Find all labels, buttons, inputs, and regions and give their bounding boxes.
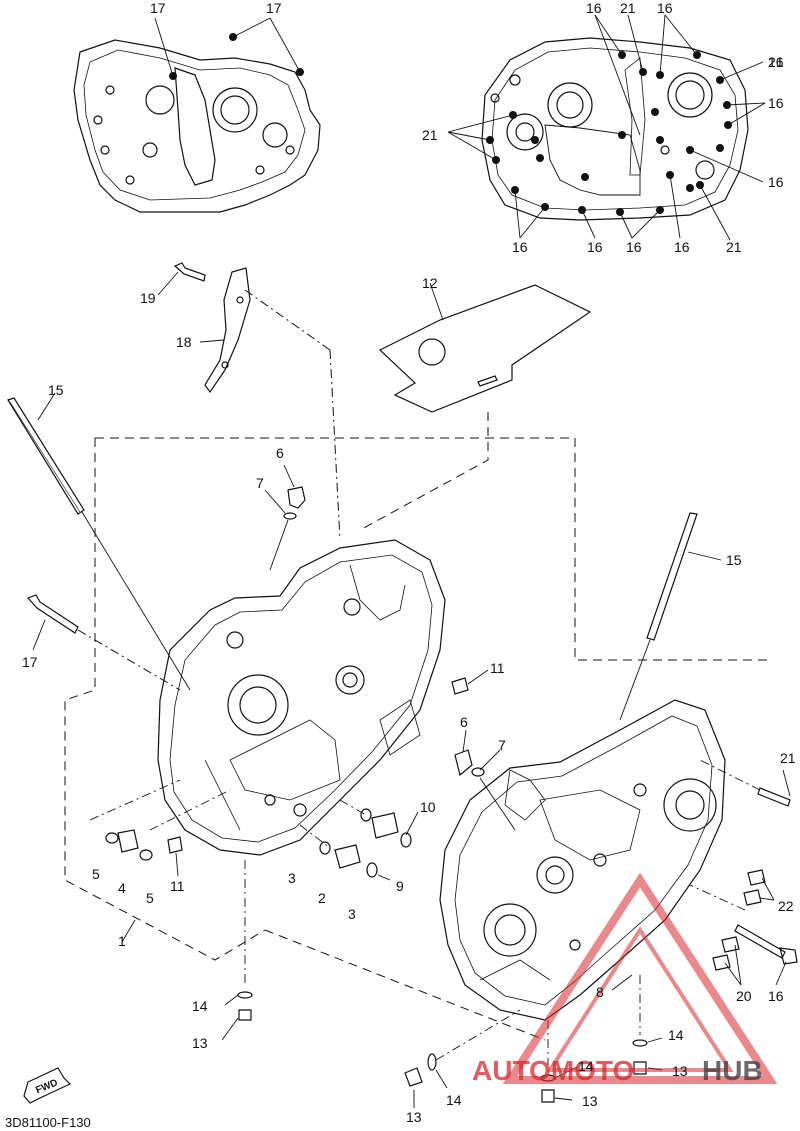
callout-label-6: 6 <box>276 445 284 461</box>
right-crankcase-half <box>439 699 726 1021</box>
callout-label-16: 16 <box>626 239 642 255</box>
callout-label-5: 5 <box>146 890 154 906</box>
callout-label-13: 13 <box>582 1093 598 1109</box>
callout-label-13: 13 <box>406 1109 422 1125</box>
gasket-12 <box>378 284 592 413</box>
callout-label-4: 4 <box>118 880 126 896</box>
callout-label-17: 17 <box>150 0 166 16</box>
callout-label-16: 16 <box>768 988 784 1004</box>
callout-label-18: 18 <box>176 334 192 350</box>
top-right-crankcase-view <box>481 37 749 221</box>
callout-label-16: 16 <box>768 54 784 70</box>
stud-15-right <box>646 512 698 641</box>
callout-label-21: 21 <box>780 750 796 766</box>
callout-label-13: 13 <box>192 1035 208 1051</box>
callout-label-21: 21 <box>620 0 636 16</box>
callout-label-16: 16 <box>768 95 784 111</box>
callout-label-15: 15 <box>726 552 742 568</box>
callout-label-16: 16 <box>586 0 602 16</box>
callout-label-14: 14 <box>668 1027 684 1043</box>
diagram-code: 3D81100-F130 <box>5 1115 91 1130</box>
callout-label-3: 3 <box>288 870 296 886</box>
callout-label-21: 21 <box>422 127 438 143</box>
watermark-text-red: AUTOMOTO <box>472 1055 634 1086</box>
callout-label-11: 11 <box>490 660 505 676</box>
callout-label-16: 16 <box>512 239 528 255</box>
callout-label-17: 17 <box>266 0 282 16</box>
callout-label-11: 11 <box>170 878 185 894</box>
callout-label-6: 6 <box>460 714 468 730</box>
callout-label-15: 15 <box>48 382 64 398</box>
fwd-arrow-icon <box>23 1067 72 1104</box>
callout-label-14: 14 <box>192 998 208 1014</box>
callout-label-14: 14 <box>578 1058 594 1074</box>
callout-label-16: 16 <box>768 174 784 190</box>
callout-label-16: 16 <box>587 239 603 255</box>
callout-label-22: 22 <box>778 898 794 914</box>
callout-label-10: 10 <box>420 799 436 815</box>
left-crankcase-half <box>157 539 446 856</box>
callout-label-13: 13 <box>672 1063 688 1079</box>
watermark-text-dark: HUB <box>702 1055 763 1086</box>
callout-label-7: 7 <box>498 737 506 753</box>
callout-label-17: 17 <box>22 654 38 670</box>
callout-label-21: 21 <box>768 54 784 70</box>
callout-label-12: 12 <box>422 275 438 291</box>
fwd-label: FWD <box>34 1078 59 1097</box>
callout-label-2: 2 <box>318 890 326 906</box>
callout-label-3: 3 <box>348 906 356 922</box>
callout-label-7: 7 <box>256 475 264 491</box>
callout-label-5: 5 <box>92 866 100 882</box>
callout-label-16: 16 <box>657 0 673 16</box>
stud-15-left <box>7 397 85 515</box>
callout-label-8: 8 <box>596 984 604 1000</box>
callout-label-16: 16 <box>674 239 690 255</box>
callout-label-19: 19 <box>140 290 156 306</box>
automotohub-watermark: AUTOMOTO HUB <box>472 872 778 1086</box>
callout-label-20: 20 <box>736 988 752 1004</box>
callout-label-1: 1 <box>118 933 126 949</box>
callout-label-9: 9 <box>396 878 404 894</box>
bracket-18 <box>204 267 251 394</box>
top-left-crankcase-view <box>73 39 321 213</box>
callout-label-14: 14 <box>446 1092 462 1108</box>
callout-label-21: 21 <box>726 239 742 255</box>
